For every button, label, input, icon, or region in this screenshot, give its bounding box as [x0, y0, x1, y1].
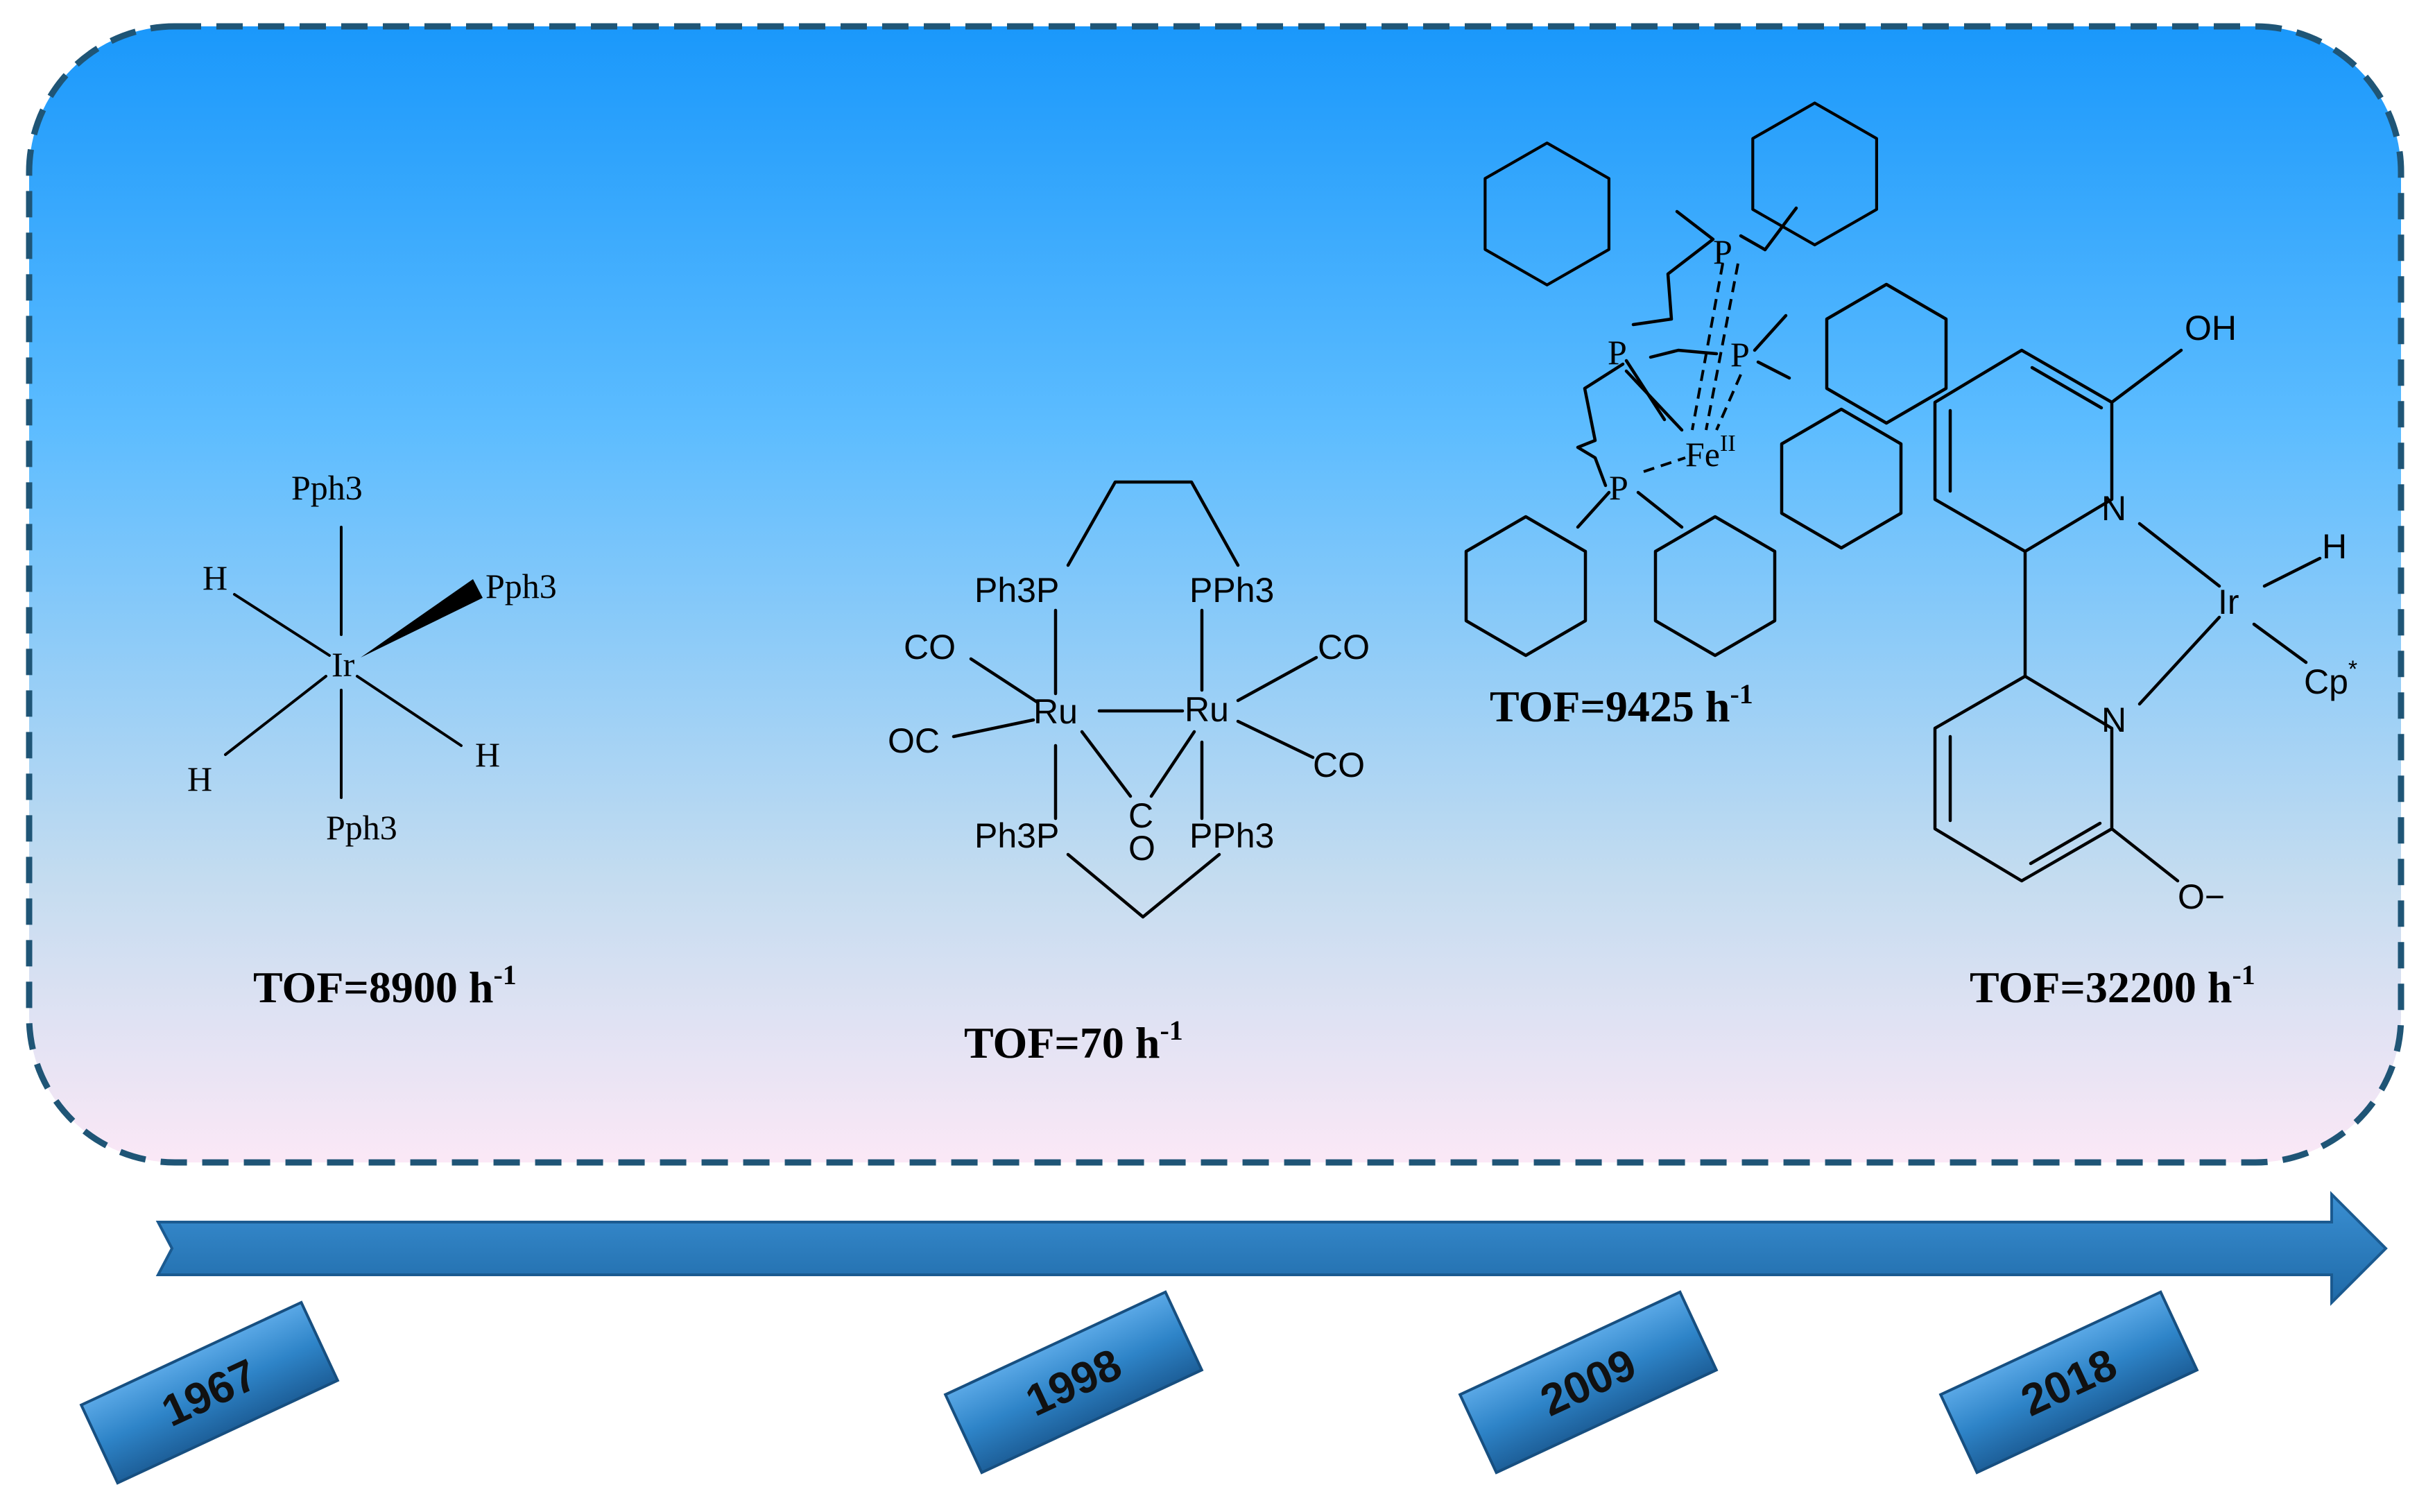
dashed-bond: [1643, 456, 1686, 473]
dashed-bond: [1715, 374, 1742, 431]
bond: [356, 675, 463, 747]
atom-pph3-bottom: PPh3: [1189, 816, 1274, 855]
atom-co-top-right: CO: [1318, 628, 1370, 667]
atom-oh: OH: [2185, 309, 2237, 347]
year-box-2009: 2009: [1458, 1290, 1719, 1475]
bond: [1149, 730, 1196, 798]
year-box-1967: 1967: [79, 1300, 340, 1485]
background-panel: [26, 23, 2404, 1166]
atom-ir: Ir: [2218, 583, 2239, 621]
fe-oxidation-state: II: [1720, 431, 1736, 456]
atom-pph3-wedge: Pph3: [485, 567, 557, 605]
atom-oc-left: OC: [888, 721, 940, 760]
tof-2018: TOF=32200 h-1: [1970, 959, 2255, 1012]
atom-ru-left: Ru: [1033, 692, 1078, 731]
bond: [1576, 362, 1625, 488]
atom-n-top: N: [2101, 489, 2126, 528]
timeline-arrow: [155, 1191, 2388, 1306]
bond: [224, 675, 327, 756]
atom-fe: FeII: [1685, 431, 1736, 474]
tof-value: TOF=8900 h: [253, 963, 493, 1012]
phenyl-ring: [1464, 515, 1588, 658]
bond: [1649, 348, 1719, 359]
year-box-2018: 2018: [1938, 1290, 2199, 1475]
atom-bridge-c: C: [1128, 796, 1153, 835]
fe-complex-2009: P P P P FeII: [1464, 101, 1948, 658]
bond: [2262, 556, 2322, 588]
atom-o-minus: O−: [2178, 877, 2225, 916]
bond: [952, 718, 1035, 739]
bond: [2110, 348, 2183, 404]
dashed-bond: [1691, 263, 1724, 431]
bond: [1066, 852, 1221, 919]
atom-ph3p-bottom: Ph3P: [974, 816, 1059, 855]
ring: [1933, 674, 2114, 883]
bond: [1624, 369, 1684, 432]
atom-h-upper-left: H: [203, 558, 227, 597]
bond: [1739, 234, 1767, 252]
bond: [1576, 490, 1611, 529]
ir-cp-complex-2018: OH N N Ir H Cp* O−: [1933, 309, 2357, 916]
bond: [233, 593, 331, 657]
tof-exponent: -1: [493, 959, 516, 990]
ru-complex-1998: Ru Ru Ph3P PPh3 Ph3P PPh3 CO OC CO CO C …: [888, 480, 1370, 919]
phenyl-ring: [1780, 407, 1903, 550]
tof-1998: TOF=70 h-1: [964, 1015, 1183, 1067]
atom-co-right: CO: [1313, 746, 1365, 784]
atom-n-bottom: N: [2101, 701, 2126, 739]
year-box-1998: 1998: [943, 1290, 1204, 1475]
atom-cp: Cp*: [2304, 656, 2357, 701]
wedge-bond: [361, 579, 483, 658]
bond: [1756, 360, 1791, 380]
dashed-bond: [1705, 263, 1739, 431]
bond: [1236, 719, 1315, 759]
atom-p-center: P: [1608, 333, 1627, 372]
bond: [2252, 622, 2308, 664]
bond: [2110, 827, 2180, 883]
atom-pph3-top: PPh3: [1189, 571, 1274, 610]
double-bond: [2030, 366, 2103, 410]
bond: [1624, 359, 1667, 422]
atom-co-top-left: CO: [904, 628, 956, 667]
atom-ph3p-top: Ph3P: [974, 571, 1059, 610]
tof-2009: TOF=9425 h-1: [1490, 678, 1753, 731]
cp-star: *: [2348, 656, 2357, 682]
bond: [969, 657, 1039, 704]
bond: [1631, 209, 1715, 327]
atom-p-top: P: [1713, 232, 1732, 271]
ir-complex-1967: Ir Pph3 Pph3 Pph3 H H H: [187, 468, 557, 847]
phenyl-ring: [1751, 101, 1878, 247]
bond: [1753, 313, 1788, 352]
tof-value: TOF=9425 h: [1490, 682, 1730, 731]
atom-h-lower-left: H: [187, 759, 212, 798]
bond: [2137, 522, 2221, 588]
atom-bridge-o: O: [1128, 829, 1155, 868]
tof-exponent: -1: [1730, 678, 1753, 710]
atom-pph3-top: Pph3: [291, 468, 363, 507]
atom-p-right: P: [1730, 335, 1750, 374]
phenyl-ring: [1653, 515, 1777, 658]
tof-exponent: -1: [1160, 1015, 1182, 1046]
tof-1967: TOF=8900 h-1: [253, 959, 517, 1012]
tof-value: TOF=32200 h: [1970, 963, 2232, 1012]
atom-h-lower-right: H: [475, 735, 500, 774]
bond: [1236, 655, 1318, 703]
tof-exponent: -1: [2232, 959, 2255, 990]
tof-value: TOF=70 h: [964, 1018, 1160, 1067]
bond: [1080, 730, 1133, 798]
bond: [1636, 490, 1684, 529]
double-bond: [2029, 821, 2102, 866]
phenyl-ring: [1825, 282, 1948, 425]
atom-p-bottom: P: [1609, 468, 1628, 507]
atom-pph3-bottom: Pph3: [326, 808, 397, 847]
atom-ru-right: Ru: [1185, 690, 1229, 729]
phenyl-ring: [1483, 141, 1611, 286]
atom-h: H: [2322, 527, 2347, 566]
bond: [2137, 615, 2221, 706]
bond: [1066, 480, 1240, 567]
atom-ir: Ir: [332, 645, 355, 684]
bond: [1763, 206, 1798, 252]
